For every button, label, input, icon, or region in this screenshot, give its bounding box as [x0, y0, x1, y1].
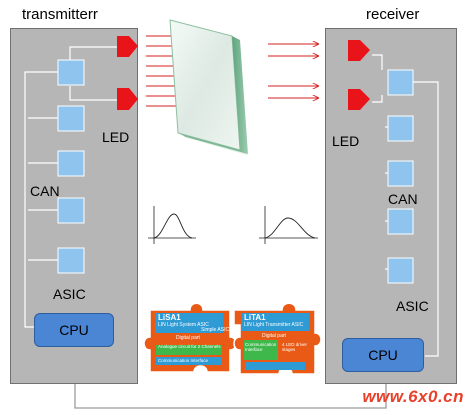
signal-plot-right [259, 206, 318, 244]
asic-puzzle-right [233, 302, 322, 375]
puzzle-left-simple: Simple ASIC [201, 327, 230, 333]
puzzle-left-digital: Digital part [176, 335, 200, 341]
transmitter-led-label: LED [102, 129, 130, 145]
transmitter-asic-label: ASIC [53, 286, 86, 302]
transmitter-wiring [24, 46, 117, 328]
asic-puzzle-left [143, 302, 237, 373]
receiver-node-boxes [387, 69, 414, 284]
transmitter-node-boxes [57, 59, 85, 274]
puzzle-left-subtitle: LIN Light System ASIC [158, 322, 209, 328]
puzzle-right-title: LiTA1 [244, 313, 266, 322]
receiver-led-label: LED [332, 133, 360, 149]
can-bus-line [74, 384, 387, 409]
light-rays-out [268, 44, 318, 98]
transmitter-led-icons [117, 36, 138, 110]
receiver-title: receiver [366, 6, 420, 23]
receiver-asic-label: ASIC [396, 298, 429, 314]
puzzle-left-comm: Communication Interface [158, 358, 209, 363]
puzzle-right-comm: Communication Interface [245, 342, 277, 352]
glass-pane [169, 19, 248, 155]
transmitter-title: transmitterr [22, 6, 98, 23]
transmitter-can-label: CAN [30, 183, 60, 199]
puzzle-left-analog: Analogue circuit for 2 Channels [158, 344, 221, 349]
receiver-can-label: CAN [388, 191, 418, 207]
transmitter-cpu: CPU [34, 313, 114, 347]
receiver-led-icons [348, 40, 370, 110]
puzzle-left-title: LiSA1 [158, 313, 181, 322]
puzzle-right-subtitle: LIN Light Transmitter ASIC [244, 322, 304, 328]
signal-plot-left [148, 206, 196, 244]
watermark-logo: www.6x0.cn [362, 387, 464, 406]
puzzle-right-driver: 4 LED driver stages [282, 342, 308, 352]
puzzle-right-digital: Digital part [262, 333, 286, 339]
receiver-cpu: CPU [342, 338, 424, 372]
